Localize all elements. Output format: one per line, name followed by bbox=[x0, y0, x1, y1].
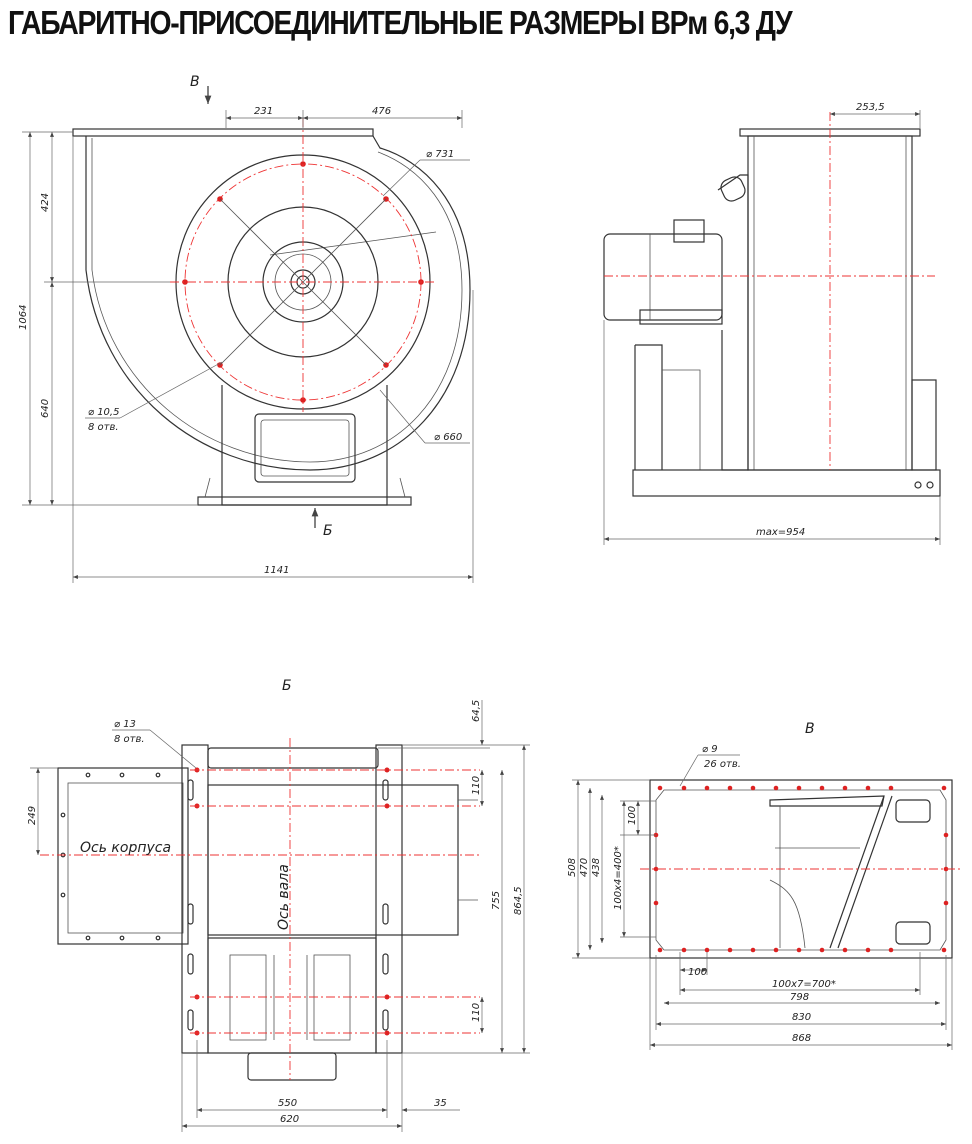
view-b-marker: Б bbox=[323, 523, 333, 539]
dim-110-bottom: 110 bbox=[471, 1003, 482, 1022]
dim-64-5: 64,5 bbox=[471, 700, 482, 722]
dim-798: 798 bbox=[790, 992, 809, 1003]
view-b-left-rail bbox=[181, 744, 209, 1054]
dim-1141: 1141 bbox=[264, 565, 289, 576]
dim-35: 35 bbox=[434, 1098, 447, 1109]
dim-100-horizontal: 100 bbox=[688, 967, 707, 978]
side-view: 253,5 max=954 bbox=[603, 102, 941, 545]
view-v-holes bbox=[653, 785, 949, 953]
view-v: В ⌀ 9 26 отв. 508 470 bbox=[567, 721, 960, 1050]
base-plate bbox=[197, 496, 412, 506]
dim-868: 868 bbox=[792, 1033, 811, 1044]
side-rear-plate bbox=[911, 379, 937, 471]
axis-body-label: Ось корпуса bbox=[80, 840, 171, 856]
outlet-window bbox=[254, 413, 356, 483]
dim-diam-731: ⌀ 731 bbox=[426, 149, 454, 160]
view-b-body bbox=[207, 784, 459, 936]
motor-terminal-box bbox=[673, 219, 705, 243]
view-b: Б Ось корпуса Ось вала bbox=[27, 678, 530, 1132]
view-b-casing bbox=[57, 767, 189, 945]
dim-864-5: 864,5 bbox=[513, 886, 524, 915]
dim-249: 249 bbox=[27, 806, 38, 825]
dim-438: 438 bbox=[591, 858, 602, 877]
dim-231: 231 bbox=[254, 106, 273, 117]
volute-tongue bbox=[269, 231, 437, 256]
view-v-title: В bbox=[805, 721, 815, 737]
dim-508: 508 bbox=[567, 858, 578, 877]
dim-1064: 1064 bbox=[18, 305, 29, 330]
motor-support bbox=[634, 344, 663, 470]
hole-count-8-b: 8 отв. bbox=[114, 734, 145, 745]
volute-inner-line bbox=[91, 138, 463, 463]
flange-hole bbox=[300, 397, 306, 403]
view-b-title: Б bbox=[282, 678, 292, 694]
dim-640: 640 bbox=[40, 399, 51, 418]
side-base-frame bbox=[632, 469, 941, 497]
dim-110-top: 110 bbox=[471, 776, 482, 795]
front-top-flange bbox=[72, 128, 374, 137]
view-b-drum bbox=[207, 747, 379, 769]
hole-diam-10-5: ⌀ 10,5 bbox=[88, 407, 119, 418]
dim-470: 470 bbox=[579, 858, 590, 877]
flange-hole bbox=[182, 279, 188, 285]
axis-shaft-label: Ось вала bbox=[276, 864, 292, 930]
dim-620: 620 bbox=[280, 1114, 299, 1125]
hole-diam-9: ⌀ 9 bbox=[702, 744, 718, 755]
front-view: В Б 231 476 1064 424 640 1141 ⌀ 731 ⌀ 66… bbox=[18, 74, 474, 583]
motor-body bbox=[603, 233, 723, 321]
support-stand bbox=[221, 385, 388, 506]
dim-550: 550 bbox=[278, 1098, 297, 1109]
dim-100x7: 100x7=700* bbox=[772, 979, 836, 990]
dim-476: 476 bbox=[372, 106, 391, 117]
view-v-marker: В bbox=[190, 74, 200, 90]
dim-253-5: 253,5 bbox=[856, 102, 885, 113]
view-b-motor-end bbox=[247, 1052, 337, 1081]
hole-count-26: 26 отв. bbox=[704, 759, 741, 770]
dim-100-vertical: 100 bbox=[627, 806, 638, 825]
hole-diam-13: ⌀ 13 bbox=[114, 719, 136, 730]
dim-max-954: max=954 bbox=[756, 527, 805, 538]
dim-830: 830 bbox=[792, 1012, 811, 1023]
hole-count-8: 8 отв. bbox=[88, 422, 119, 433]
page-title: ГАБАРИТНО-ПРИСОЕДИНИТЕЛЬНЫЕ РАЗМЕРЫ ВРм … bbox=[8, 4, 793, 41]
dim-424: 424 bbox=[40, 193, 51, 212]
dim-100x4: 100x4=400* bbox=[613, 846, 624, 910]
view-b-right-rail bbox=[375, 744, 403, 1054]
volute-casing bbox=[85, 135, 471, 471]
dim-755: 755 bbox=[491, 891, 502, 910]
dim-diam-660: ⌀ 660 bbox=[434, 432, 462, 443]
